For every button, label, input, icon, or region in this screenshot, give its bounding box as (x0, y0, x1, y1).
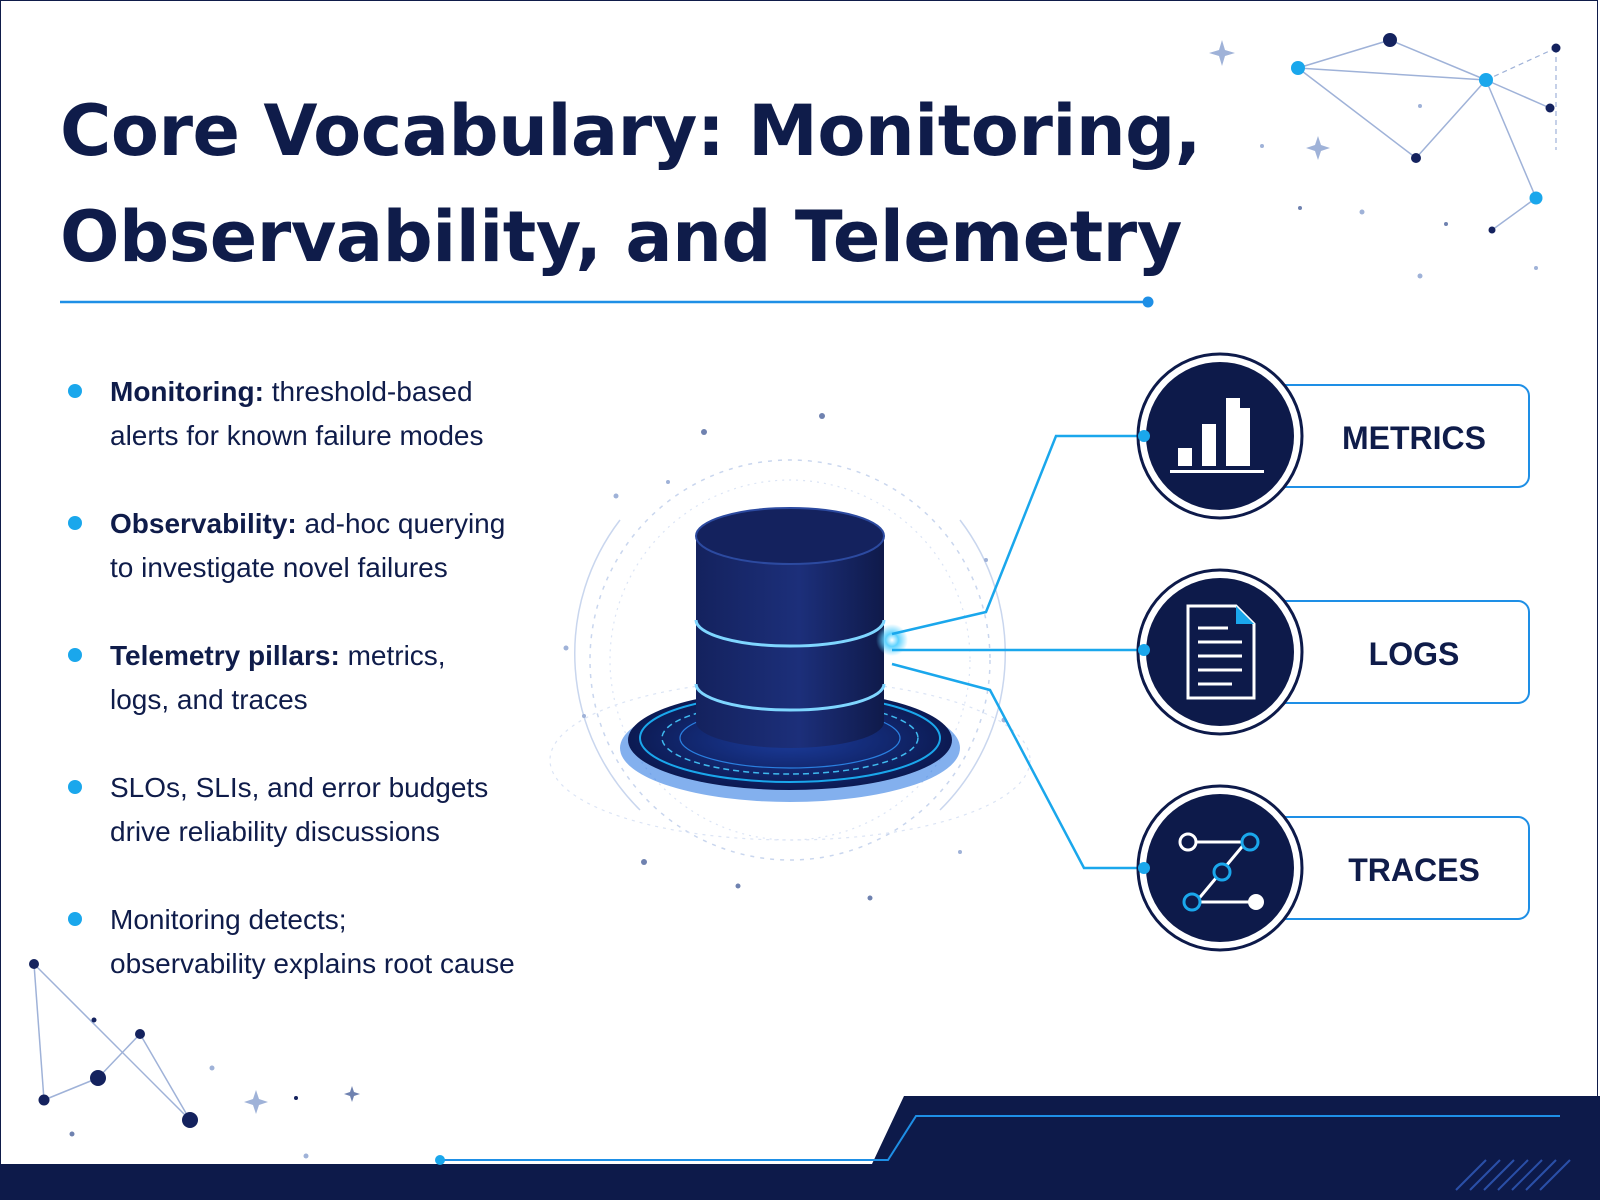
bullet-dot (68, 780, 82, 794)
bullet-dot (68, 648, 82, 662)
bullet-text: ad-hoc querying (296, 508, 506, 539)
bullet-slos: SLOs, SLIs, and error budgets drive reli… (66, 766, 586, 898)
bullet-observability: Observability: ad-hoc querying to invest… (66, 502, 586, 634)
bullet-text: Monitoring detects; (110, 904, 347, 935)
page-title-line-2: Observability, and Telemetry (60, 196, 1182, 278)
pillar-traces-label: TRACES (1348, 852, 1480, 888)
bullet-dot (68, 384, 82, 398)
bullet-text-line-2: alerts for known failure modes (110, 420, 484, 451)
bullet-list: Monitoring: threshold-based alerts for k… (66, 370, 586, 1030)
bullet-text-line-2: to investigate novel failures (110, 552, 448, 583)
pillar-metrics-label: METRICS (1342, 420, 1486, 456)
pillar-logs-label: LOGS (1368, 636, 1460, 672)
bullet-text: metrics, (339, 640, 446, 671)
bullet-term: Observability: (110, 508, 297, 539)
page-title: Core Vocabulary: Monitoring, Observabili… (60, 78, 1210, 290)
bullet-telemetry-pillars: Telemetry pillars: metrics, logs, and tr… (66, 634, 586, 766)
bullet-term: Monitoring: (110, 376, 264, 407)
bullet-text: threshold-based (263, 376, 473, 407)
bullet-detect-vs-explain: Monitoring detects; observability explai… (66, 898, 586, 1030)
bullet-text-line-2: logs, and traces (110, 684, 308, 715)
bullet-monitoring: Monitoring: threshold-based alerts for k… (66, 370, 586, 502)
bullet-text-line-2: drive reliability discussions (110, 816, 440, 847)
bullet-dot (68, 516, 82, 530)
bullet-term: Telemetry pillars: (110, 640, 340, 671)
page-title-line-1: Core Vocabulary: Monitoring, (60, 90, 1201, 172)
bullet-text: SLOs, SLIs, and error budgets (110, 772, 489, 803)
bullet-text-line-2: observability explains root cause (110, 948, 515, 979)
bullet-dot (68, 912, 82, 926)
